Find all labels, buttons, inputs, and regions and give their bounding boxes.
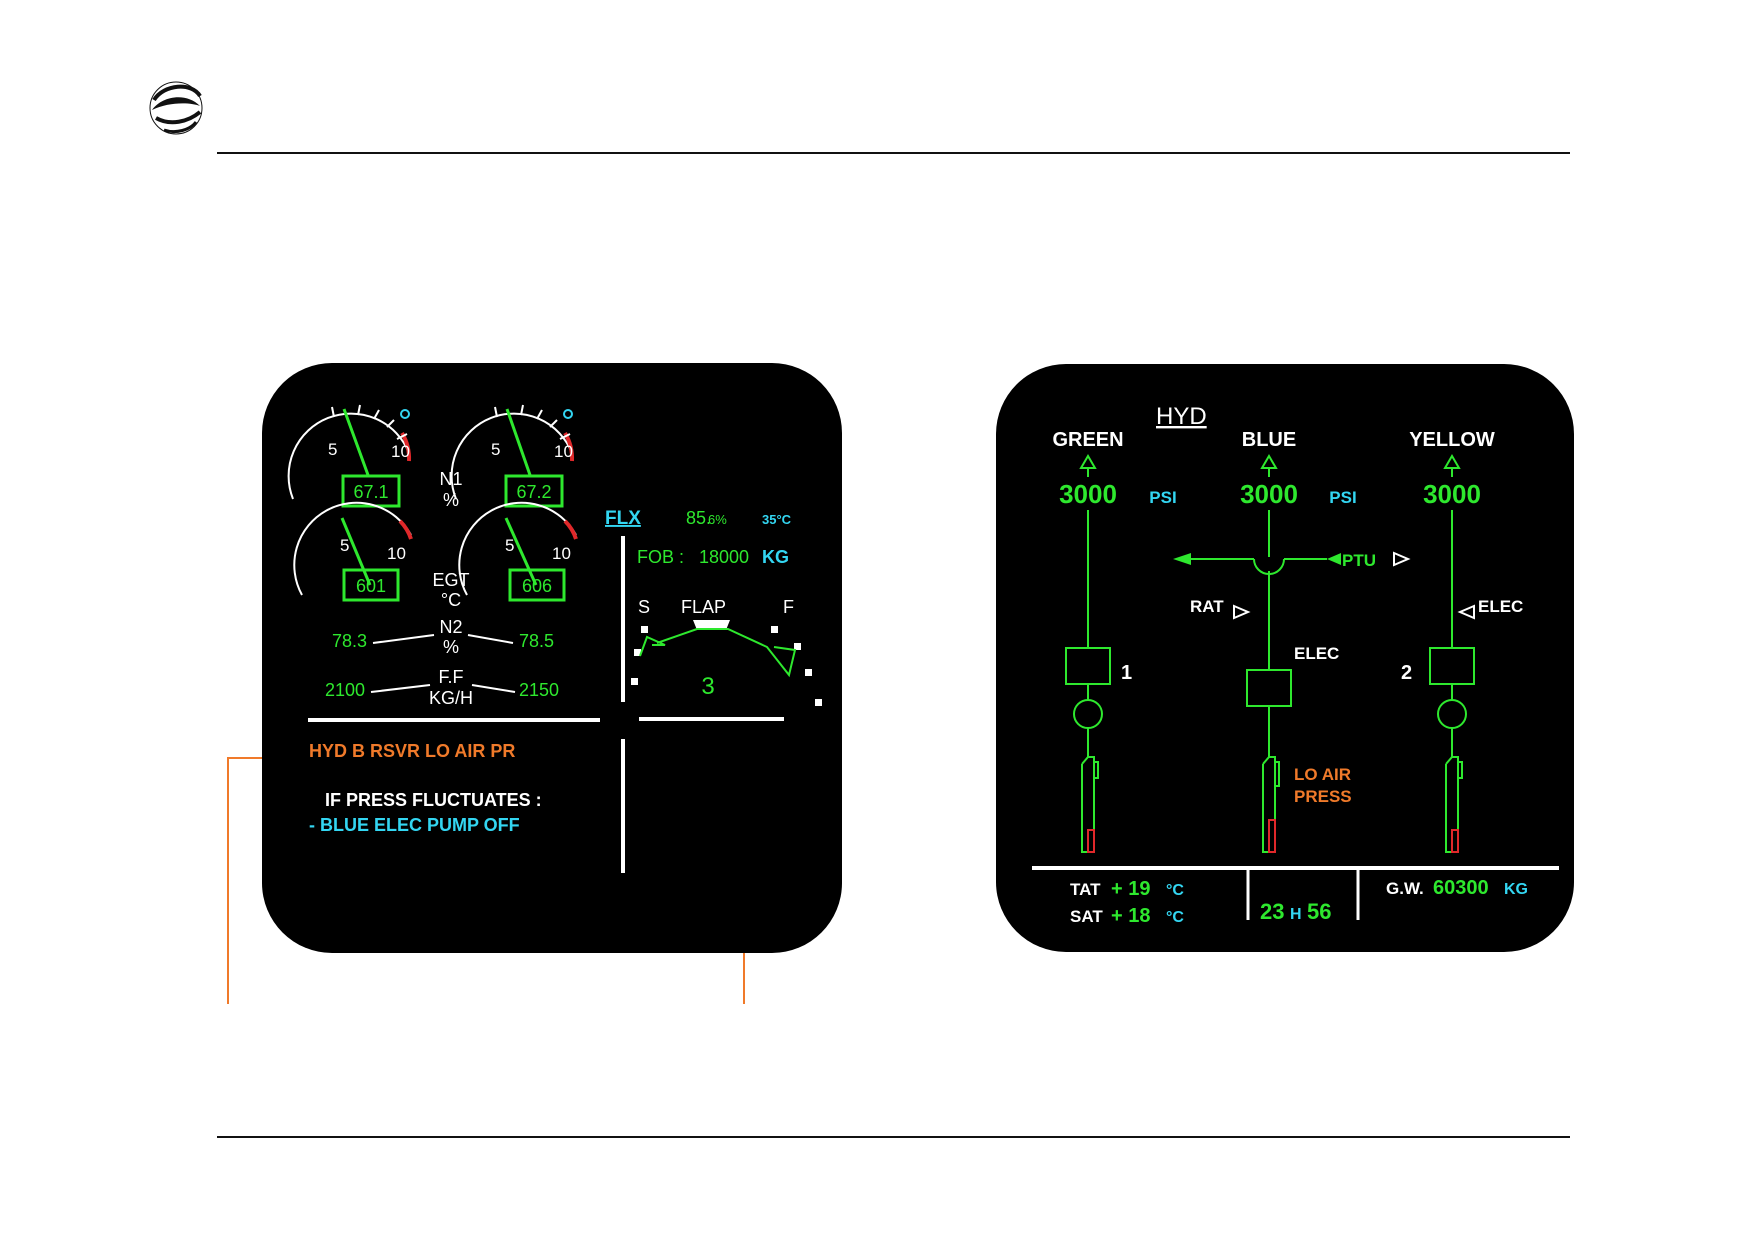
n1-label: N1 (439, 469, 462, 489)
page-title: HYD (1156, 403, 1207, 430)
fob-label: FOB : (637, 547, 684, 567)
yellow-fire-valve (1437, 699, 1467, 729)
blue-elec-pump (1246, 669, 1292, 707)
n2-right-value: 78.5 (519, 631, 554, 651)
flap-indicator: S FLAP F 3 (631, 597, 822, 706)
system-name-green: GREEN (1052, 429, 1123, 451)
gw-unit: KG (1504, 881, 1528, 898)
pump-1-label: 1 (1121, 662, 1132, 684)
warning-condition: IF PRESS FLUCTUATES : (325, 790, 542, 810)
utc-hours: 23 (1260, 899, 1284, 924)
blue-pressure-arrow-icon (1260, 454, 1278, 469)
gw-value: 60300 (1433, 877, 1489, 899)
yellow-pressure-arrow-icon (1443, 454, 1461, 469)
flex-temp: 35°C (762, 512, 792, 527)
green-pressure: 3000 (1059, 479, 1117, 509)
fob-unit: KG (762, 547, 789, 567)
ff-right-value: 2150 (519, 680, 559, 700)
utc-separator: H (1290, 906, 1302, 923)
svg-text:F: F (783, 597, 794, 617)
ptu-arrow-icon (1393, 551, 1411, 567)
tat-unit: °C (1166, 882, 1184, 899)
sat-value: + 18 (1111, 905, 1150, 927)
engine-warning-display: 5 10 67.1 5 10 67.2 N1 % 5 10 601 5 10 (262, 363, 842, 953)
thrust-limit-decimal: 6% (708, 512, 727, 527)
egt-right-value: 606 (522, 576, 552, 596)
utc-minutes: 56 (1307, 899, 1331, 924)
egt-left-value: 601 (356, 576, 386, 596)
yellow-elec-arrow-icon (1457, 604, 1475, 620)
green-engine-pump (1065, 647, 1111, 685)
psi-unit-2: PSI (1329, 488, 1356, 507)
sat-unit: °C (1166, 909, 1184, 926)
green-fire-valve (1073, 699, 1103, 729)
n2-label: N2 (439, 617, 462, 637)
header-rule (217, 152, 1570, 154)
company-logo-icon (149, 81, 203, 135)
egt-label: EGT (432, 570, 469, 590)
thrust-mode: FLX (605, 508, 641, 529)
n1-unit: % (443, 490, 459, 510)
sat-label: SAT (1070, 907, 1103, 926)
system-name-blue: BLUE (1242, 429, 1296, 451)
n1-gauge-left: 5 10 67.1 (287, 404, 412, 508)
n2-left-value: 78.3 (332, 631, 367, 651)
ff-label: F.F (439, 667, 464, 687)
ptu-label: PTU (1342, 551, 1376, 570)
footer-rule (217, 1136, 1570, 1138)
yellow-reservoir (1445, 756, 1463, 853)
svg-text:10: 10 (554, 442, 573, 461)
yellow-engine-pump (1429, 647, 1475, 685)
yellow-pressure: 3000 (1423, 479, 1481, 509)
svg-text:10: 10 (391, 442, 410, 461)
tat-value: + 19 (1111, 878, 1150, 900)
egt-gauge-right: 5 10 606 (458, 501, 578, 602)
flap-config: 3 (701, 673, 714, 700)
svg-text:5: 5 (505, 536, 514, 555)
svg-text:10: 10 (387, 544, 406, 563)
n1-right-value: 67.2 (516, 482, 551, 502)
blue-elec-label: ELEC (1294, 644, 1339, 663)
svg-text:5: 5 (491, 440, 500, 459)
blue-pressure: 3000 (1240, 479, 1298, 509)
warning-title: HYD B RSVR LO AIR PR (309, 741, 515, 761)
thrust-limit: 85. (686, 508, 711, 528)
svg-text:5: 5 (340, 536, 349, 555)
tat-label: TAT (1070, 880, 1101, 899)
ff-left-value: 2100 (325, 680, 365, 700)
lo-air-press-line2: PRESS (1294, 787, 1352, 806)
fob-value: 18000 (699, 547, 749, 567)
svg-text:10: 10 (552, 544, 571, 563)
blue-reservoir (1262, 756, 1280, 853)
n1-left-value: 67.1 (353, 482, 388, 502)
pump-2-label: 2 (1401, 662, 1412, 684)
svg-text:S: S (638, 597, 650, 617)
system-display-hyd: HYD GREEN BLUE YELLOW 3000 3000 3000 PSI… (996, 364, 1574, 952)
rat-arrow-icon (1233, 604, 1251, 620)
egt-gauge-left: 5 10 601 (293, 501, 413, 602)
green-pressure-arrow-icon (1079, 454, 1097, 469)
system-name-yellow: YELLOW (1409, 429, 1495, 451)
warning-action: - BLUE ELEC PUMP OFF (309, 815, 520, 835)
n2-unit: % (443, 637, 459, 657)
rat-label: RAT (1190, 597, 1224, 616)
flap-label: FLAP (681, 597, 726, 617)
psi-unit-1: PSI (1149, 488, 1176, 507)
green-reservoir (1081, 756, 1099, 853)
n1-gauge-right: 5 10 67.2 (450, 404, 575, 508)
egt-unit: °C (441, 590, 461, 610)
svg-text:5: 5 (328, 440, 337, 459)
gw-label: G.W. (1386, 879, 1424, 898)
lo-air-press-line1: LO AIR (1294, 765, 1351, 784)
yellow-elec-label: ELEC (1478, 597, 1523, 616)
ptu-line: PTU (1173, 551, 1411, 575)
ff-unit: KG/H (429, 688, 473, 708)
